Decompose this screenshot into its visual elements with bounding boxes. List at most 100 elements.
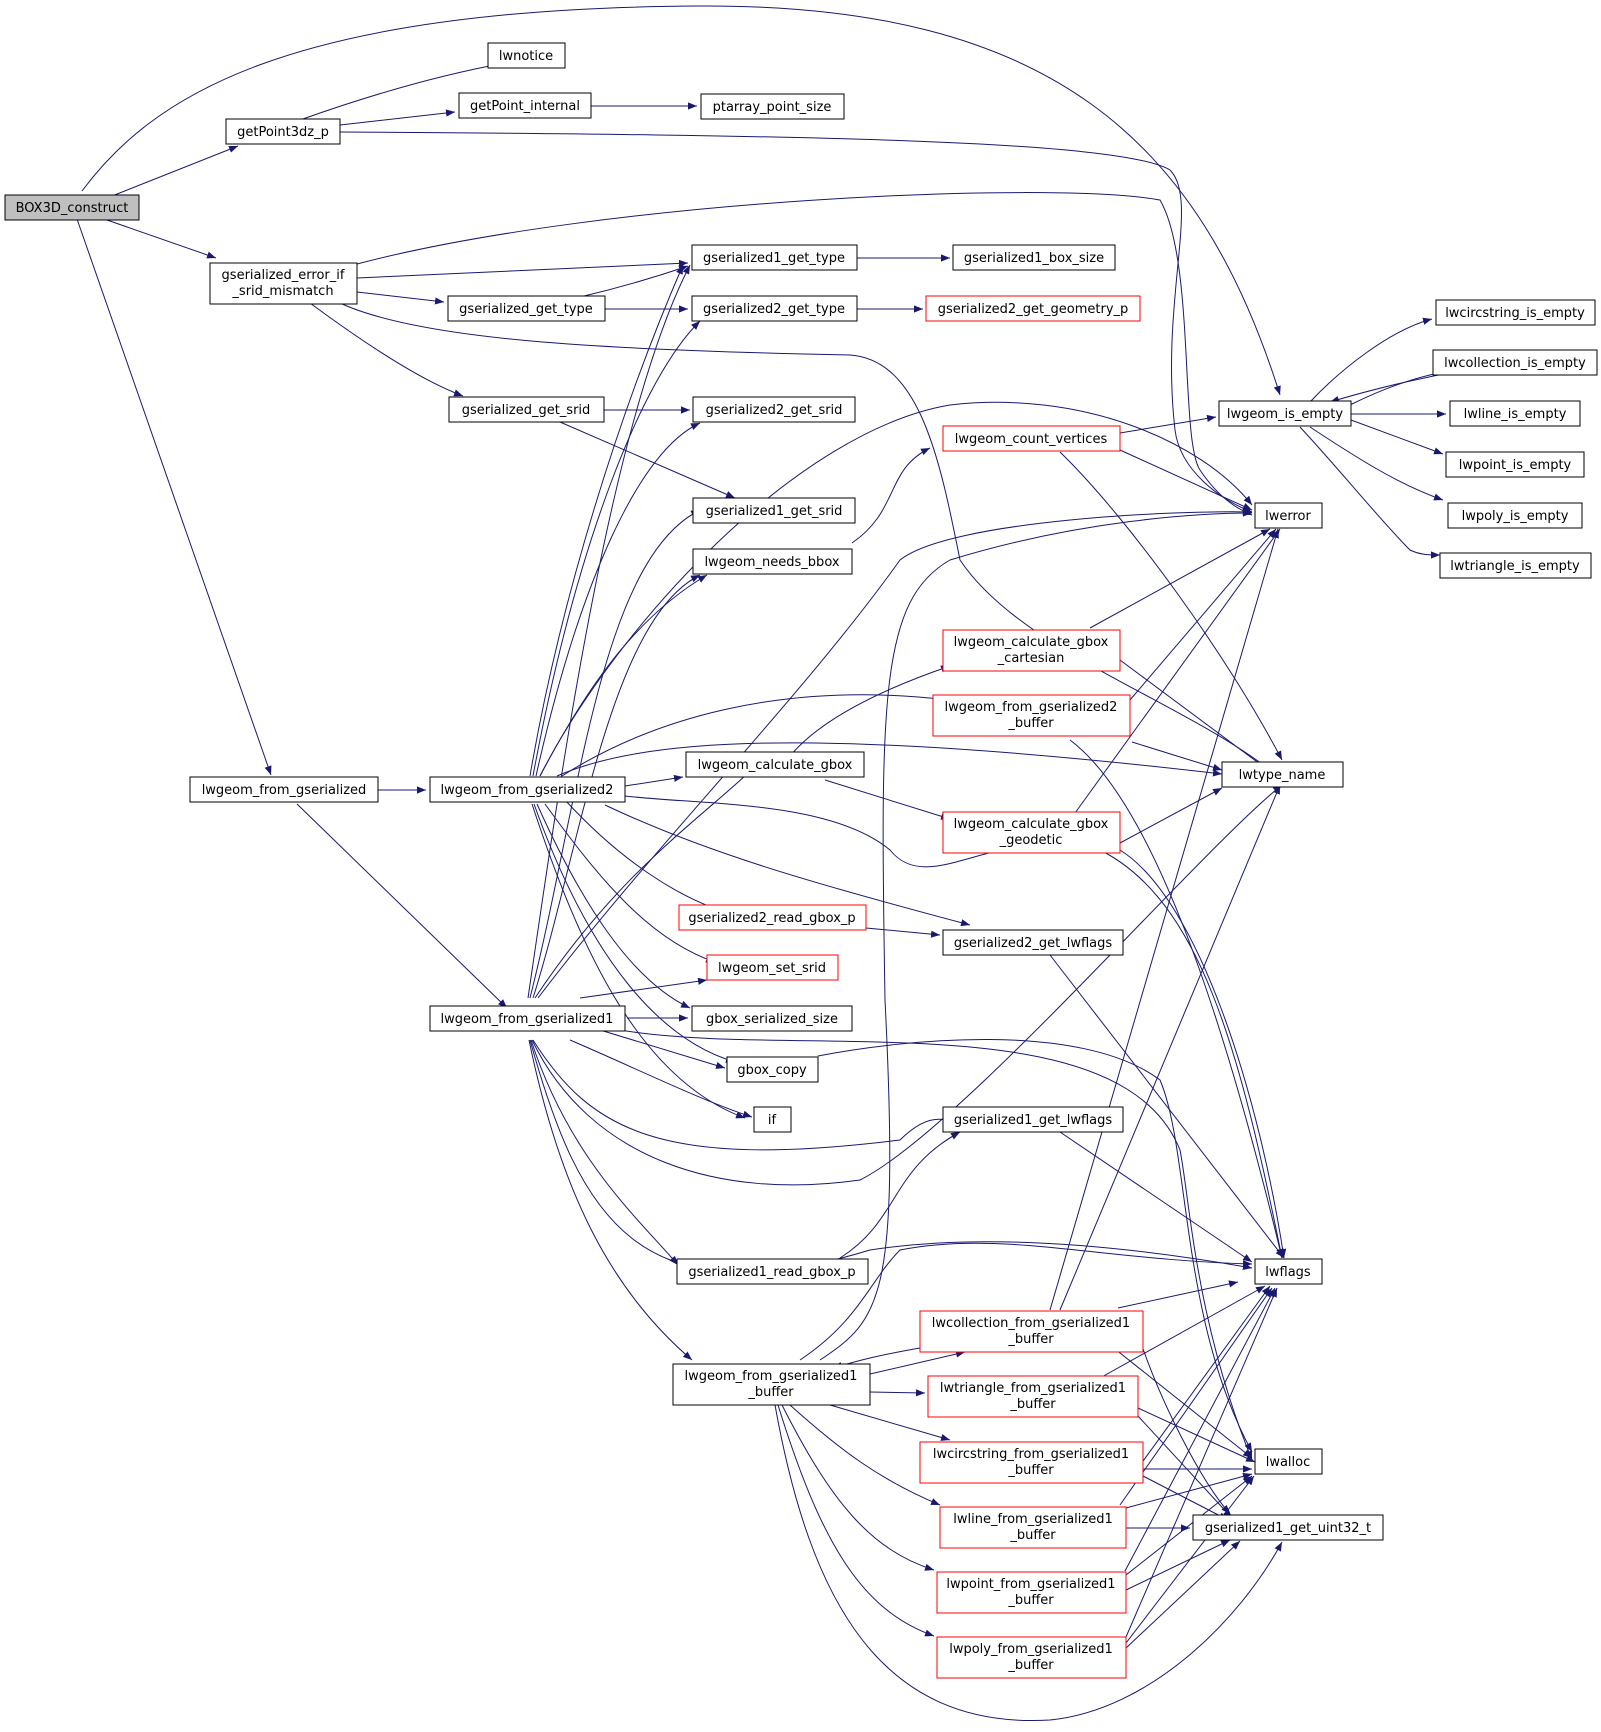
edge (1119, 659, 1269, 771)
edge (579, 977, 708, 999)
edge (531, 803, 746, 1119)
node-label: lwgeom_from_gserialized1 (685, 1369, 858, 1384)
node-label: gbox_serialized_size (706, 1012, 838, 1027)
node-lwgeom-from-gserialized[interactable]: lwgeom_from_gserialized (189, 776, 379, 803)
edge (569, 1039, 753, 1118)
node-label: lwcollection_from_gserialized1 (932, 1316, 1130, 1331)
node-lwgeom-calculate-gbox[interactable]: lwgeom_calculate_gbox (685, 751, 865, 778)
node-gserialized1-get-type[interactable]: gserialized1_get_type (691, 244, 858, 271)
node-label: gserialized1_get_type (703, 251, 845, 266)
edge (619, 1029, 1253, 1461)
node-gserialized2-get-lwflags[interactable]: gserialized2_get_lwflags (942, 929, 1124, 956)
node-gserialized1-read-gbox-p[interactable]: gserialized1_read_gbox_p (676, 1258, 869, 1285)
node-lwtype-name[interactable]: lwtype_name (1221, 761, 1344, 788)
node-lwline-from-gserialized1-buffer[interactable]: lwline_from_gserialized1 _buffer (939, 1506, 1127, 1549)
edge (1125, 1287, 1278, 1638)
node-gbox-copy[interactable]: gbox_copy (726, 1056, 819, 1083)
edge (1049, 528, 1279, 1311)
node-lwgeom-needs-bbox[interactable]: lwgeom_needs_bbox (692, 548, 853, 575)
edge (1125, 1540, 1241, 1649)
node-gserialized1-get-srid[interactable]: gserialized1_get_srid (692, 497, 856, 524)
node-lwline-is-empty[interactable]: lwline_is_empty (1449, 400, 1581, 427)
node-lwtriangle-from-gserialized1-buffer[interactable]: lwtriangle_from_gserialized1 _buffer (927, 1375, 1139, 1418)
edge (539, 574, 708, 777)
node-lwgeom-calculate-gbox-cartesian[interactable]: lwgeom_calculate_gbox _cartesian (942, 629, 1121, 672)
edge (527, 264, 691, 999)
edge (774, 1404, 1283, 1722)
node-lwgeom-set-srid[interactable]: lwgeom_set_srid (706, 954, 839, 981)
node-label: lwpoly_from_gserialized1 (949, 1642, 1113, 1657)
node-lwalloc[interactable]: lwalloc (1254, 1448, 1323, 1475)
node-lwgeom-from-gserialized1-buffer[interactable]: lwgeom_from_gserialized1 _buffer (672, 1363, 871, 1406)
node-gserialized2-get-srid[interactable]: gserialized2_get_srid (692, 396, 856, 423)
node-label: lwtriangle_is_empty (1450, 559, 1580, 574)
node-label: gserialized1_read_gbox_p (688, 1265, 855, 1280)
node-label: _buffer (1007, 1593, 1054, 1608)
node-gserialized-get-type[interactable]: gserialized_get_type (447, 295, 606, 322)
node-lwgeom-count-vertices[interactable]: lwgeom_count_vertices (942, 425, 1121, 452)
node-gserialized2-get-type[interactable]: gserialized2_get_type (691, 295, 858, 322)
node-label: lwgeom_needs_bbox (704, 555, 839, 570)
node-label: _buffer (1009, 1397, 1056, 1412)
node-lwgeom-calculate-gbox-geodetic[interactable]: lwgeom_calculate_gbox _geodetic (942, 811, 1121, 854)
edge (1117, 1280, 1239, 1309)
edge (356, 192, 1253, 516)
node-lwcircstring-is-empty[interactable]: lwcircstring_is_empty (1435, 299, 1596, 326)
node-gserialized2-get-geometry-p[interactable]: gserialized2_get_geometry_p (925, 295, 1141, 322)
edge (564, 799, 736, 917)
node-gserialized1-box-size[interactable]: gserialized1_box_size (952, 244, 1116, 271)
node-lwgeom-from-gserialized2[interactable]: lwgeom_from_gserialized2 (429, 776, 626, 803)
edge (1069, 739, 1284, 1259)
node-lwcollection-is-empty[interactable]: lwcollection_is_empty (1432, 349, 1598, 376)
node-lwcollection-from-gserialized1-buffer[interactable]: lwcollection_from_gserialized1 _buffer (919, 1310, 1144, 1353)
node-gbox-serialized-size[interactable]: gbox_serialized_size (691, 1005, 853, 1032)
node-gserialized1-get-lwflags[interactable]: gserialized1_get_lwflags (942, 1106, 1124, 1133)
edge (539, 401, 1253, 777)
node-getpoint3dz-p[interactable]: getPoint3dz_p (225, 118, 341, 145)
node-lwcircstring-from-gserialized1-buffer[interactable]: lwcircstring_from_gserialized1 _buffer (919, 1441, 1144, 1484)
node-gserialized1-get-uint32-t[interactable]: gserialized1_get_uint32_t (1192, 1514, 1384, 1541)
edge (528, 1039, 693, 1361)
node-lwgeom-from-gserialized1[interactable]: lwgeom_from_gserialized1 (429, 1005, 626, 1032)
node-label: lwgeom_calculate_gbox (954, 635, 1109, 650)
node-lwtriangle-is-empty[interactable]: lwtriangle_is_empty (1439, 552, 1592, 579)
node-if[interactable]: if (753, 1106, 792, 1133)
node-lwgeom-is-empty[interactable]: lwgeom_is_empty (1218, 400, 1352, 427)
edge (1119, 849, 1287, 1259)
node-label: lwgeom_from_gserialized2 (945, 700, 1118, 715)
edge (1299, 426, 1441, 559)
edge (799, 1242, 1253, 1361)
node-box3d-construct[interactable]: BOX3D_construct (4, 194, 140, 221)
node-lwflags[interactable]: lwflags (1254, 1258, 1323, 1285)
node-gserialized2-read-gbox-p[interactable]: gserialized2_read_gbox_p (678, 904, 867, 931)
node-lwerror[interactable]: lwerror (1254, 502, 1323, 529)
edge (1069, 528, 1281, 821)
edge (869, 1350, 966, 1375)
edge (1124, 1287, 1276, 1572)
node-label: _cartesian (997, 651, 1065, 666)
edge (1059, 784, 1281, 1311)
node-ptarray-point-size[interactable]: ptarray_point_size (700, 93, 845, 120)
node-gserialized-get-srid[interactable]: gserialized_get_srid (448, 396, 605, 423)
node-label: lwalloc (1266, 1455, 1311, 1470)
node-lwpoly-from-gserialized1-buffer[interactable]: lwpoly_from_gserialized1 _buffer (936, 1636, 1127, 1679)
node-label: lwtype_name (1239, 768, 1326, 783)
edge (544, 803, 716, 963)
node-lwpoly-is-empty[interactable]: lwpoly_is_empty (1447, 502, 1583, 529)
call-nodes: BOX3D_construct getPoint3dz_p lwnotice g… (4, 42, 1598, 1679)
node-getpoint-internal[interactable]: getPoint_internal (458, 92, 592, 119)
node-lwpoint-from-gserialized1-buffer[interactable]: lwpoint_from_gserialized1 _buffer (936, 1571, 1127, 1614)
edge (1119, 1287, 1273, 1506)
edge (299, 61, 506, 121)
edge (537, 508, 1253, 999)
node-label: gserialized_error_if (222, 268, 345, 283)
node-gserialized-error-if-srid-mismatch[interactable]: gserialized_error_if _srid_mismatch (209, 262, 358, 305)
edge (1139, 1339, 1231, 1515)
edge (1059, 1131, 1253, 1263)
node-label: lwline_is_empty (1464, 407, 1567, 422)
node-lwpoint-is-empty[interactable]: lwpoint_is_empty (1445, 451, 1585, 478)
node-label: lwpoint_from_gserialized1 (946, 1577, 1115, 1592)
node-lwgeom-from-gserialized2-buffer[interactable]: lwgeom_from_gserialized2 _buffer (932, 694, 1131, 737)
edge (339, 302, 1271, 771)
node-lwnotice[interactable]: lwnotice (487, 42, 566, 69)
